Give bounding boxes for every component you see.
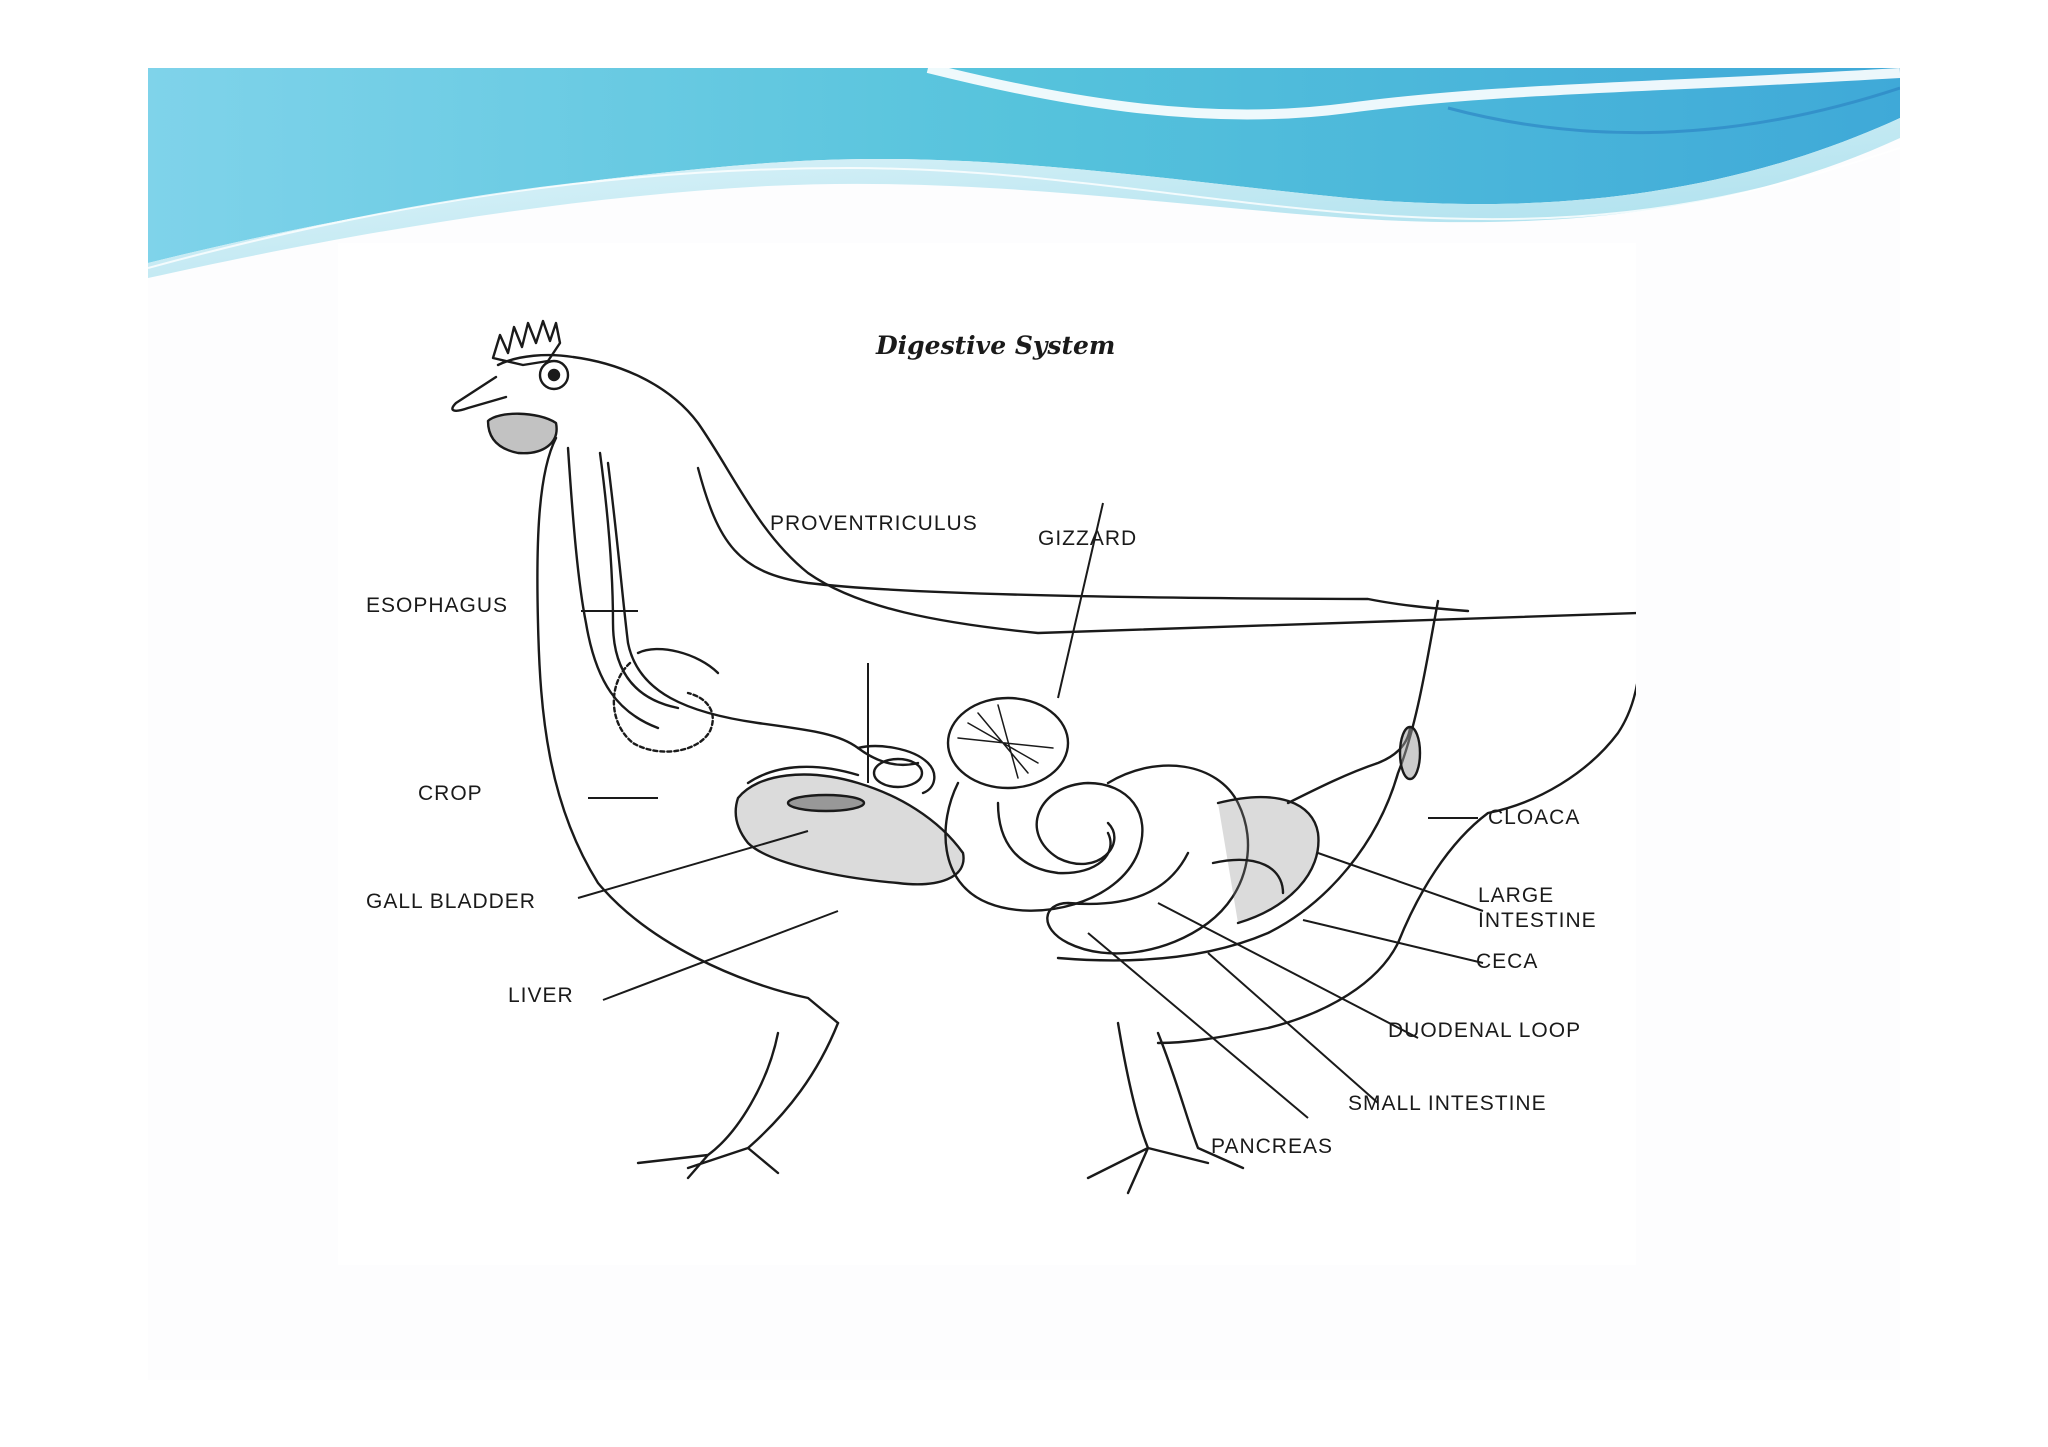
label-gizzard: GIZZARD (1038, 527, 1138, 550)
wing-lower (1056, 599, 1440, 962)
duodenal-loop (944, 781, 1144, 912)
gall-bladder (786, 793, 866, 813)
leader-gall-bladder (577, 830, 809, 899)
chicken-illustration (451, 319, 1636, 1195)
comb (491, 319, 562, 367)
neck-inner (566, 446, 660, 730)
diagram-title: Digestive System (876, 331, 1116, 360)
leader-ceca (1302, 919, 1484, 964)
label-liver: LIVER (508, 984, 574, 1007)
label-small-intestine: SMALL INTESTINE (1348, 1092, 1547, 1115)
label-ceca: CECA (1476, 950, 1539, 973)
decorative-banner (148, 68, 1900, 278)
body-front-outline (536, 436, 840, 1025)
cloaca (1398, 725, 1422, 781)
label-crop: CROP (418, 782, 483, 805)
beak (451, 375, 508, 412)
label-duodenal-loop: DUODENAL LOOP (1388, 1019, 1582, 1042)
label-cloaca: CLOACA (1488, 806, 1581, 829)
small-intestine (1046, 764, 1250, 955)
liver (734, 773, 965, 886)
proventriculus (856, 744, 936, 795)
esophagus (606, 461, 920, 767)
label-esophagus: ESOPHAGUS (366, 594, 509, 617)
eye (538, 359, 570, 391)
leader-gizzard (1057, 502, 1104, 699)
crop (612, 661, 714, 753)
tail (1156, 683, 1636, 1045)
ceca (1216, 795, 1320, 925)
leader-small-intestine (1207, 952, 1379, 1104)
leader-large-intestine (1317, 852, 1484, 912)
wattle (486, 412, 558, 455)
label-large-intestine-line1: LARGE (1478, 884, 1555, 907)
leader-pancreas (1087, 932, 1309, 1119)
head-outline (496, 353, 1636, 635)
leg-left (636, 1021, 840, 1180)
wing (696, 466, 1470, 613)
label-large-intestine-line2: INTESTINE (1478, 909, 1597, 932)
label-gall-bladder: GALL BLADDER (366, 890, 536, 913)
gizzard (946, 696, 1070, 790)
leg-right (1086, 1021, 1245, 1195)
leader-duodenal-loop (1157, 902, 1419, 1039)
label-proventriculus: PROVENTRICULUS (770, 512, 978, 535)
digestive-system-figure: Digestive System PROVENTRICULUS GIZZARD … (338, 243, 1636, 1265)
label-pancreas: PANCREAS (1211, 1135, 1333, 1158)
slide: Digestive System PROVENTRICULUS GIZZARD … (148, 68, 1900, 1380)
leader-liver (602, 910, 839, 1001)
